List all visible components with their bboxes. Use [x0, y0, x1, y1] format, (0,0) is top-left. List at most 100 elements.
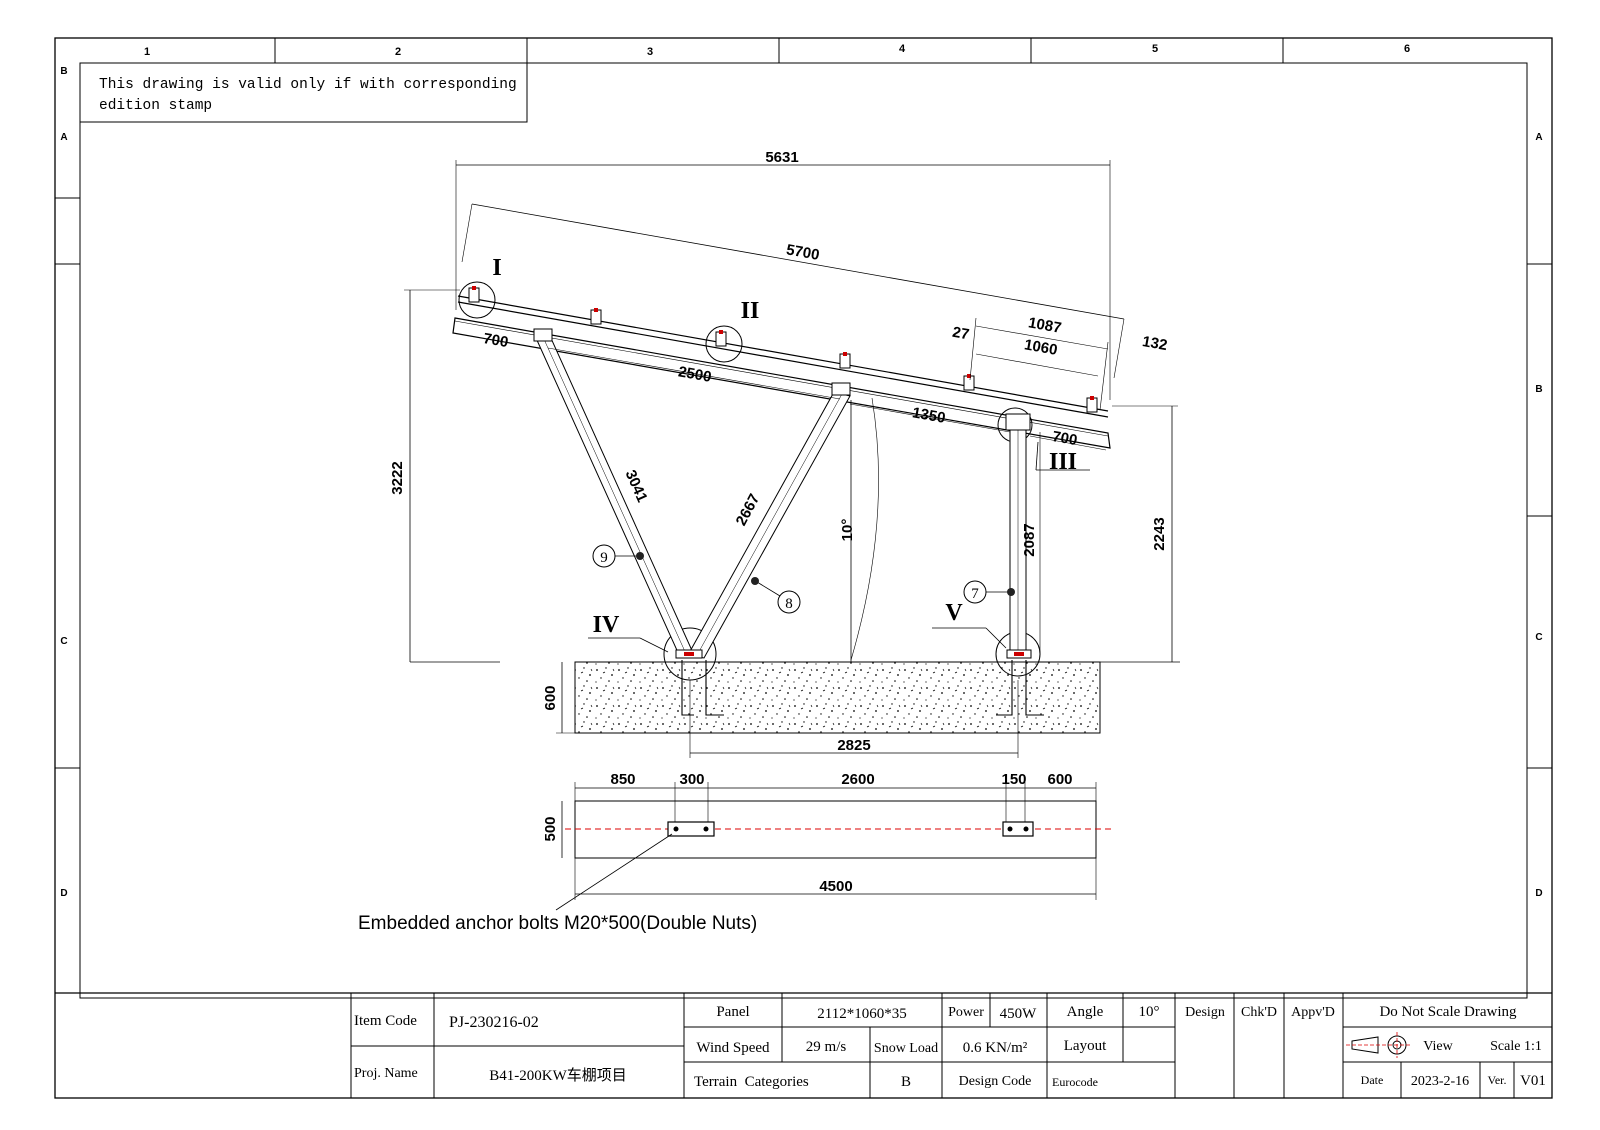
panel-clamps [468, 286, 1098, 413]
panel-dimensions: 27 1087 1060 132 [951, 314, 1169, 411]
power-label: Power [948, 1005, 984, 1020]
row-label: A [60, 132, 67, 143]
callout-9: 9 [592, 544, 644, 568]
top-rail [457, 295, 1109, 418]
layout-label: Layout [1064, 1038, 1107, 1054]
design-code-label: Design Code [959, 1074, 1032, 1089]
detail-circle-I [458, 281, 496, 319]
do-not-scale: Do Not Scale Drawing [1379, 1004, 1517, 1020]
detail-label-I: I [492, 255, 501, 281]
clamp [963, 374, 975, 391]
panel-label: Panel [716, 1004, 749, 1020]
row-label: C [60, 636, 67, 647]
ver-label: Ver. [1488, 1073, 1507, 1087]
proj-name-label: Proj. Name [354, 1066, 418, 1081]
dim-text: 1060 [1023, 336, 1059, 359]
dim-text: 2500 [677, 363, 713, 386]
dim-600-depth: 600 [542, 662, 578, 734]
dim-text: 2667 [733, 491, 764, 528]
member-dimensions: 3041 2667 2087 [622, 432, 1041, 655]
note-line-2: edition stamp [99, 98, 212, 114]
tilt-angle: 10° [839, 397, 879, 662]
dim-text: 600 [542, 685, 559, 710]
callout-number: 9 [600, 550, 608, 566]
snow-value: 0.6 KN/m² [963, 1040, 1028, 1056]
view-label: View [1423, 1039, 1453, 1054]
detail-label-V: V [945, 600, 963, 626]
row-labels: B A C D A B C D [60, 66, 1542, 899]
dim-text: 600 [1047, 771, 1072, 788]
wind-label: Wind Speed [696, 1040, 770, 1056]
dim-text: 700 [1051, 428, 1079, 449]
detail-label-IV: IV [593, 612, 620, 638]
note-line-1: This drawing is valid only if with corre… [99, 77, 517, 93]
dim-text: 1087 [1027, 314, 1063, 337]
column-labels: 1 2 3 4 5 6 [144, 43, 1410, 58]
clamp [839, 352, 851, 369]
foundation-plan: 850 300 2600 150 600 500 4500 Embedded a… [358, 771, 1112, 934]
wind-value: 29 m/s [806, 1039, 847, 1055]
design-code: Eurocode [1052, 1075, 1098, 1089]
drawing-frame [54, 37, 1553, 1099]
date-value: 2023-2-16 [1411, 1074, 1469, 1089]
column-label: 3 [647, 46, 653, 58]
rear-strut [533, 328, 695, 658]
row-label: D [1535, 888, 1542, 899]
column-label: 1 [144, 46, 150, 58]
ver-value: V01 [1520, 1073, 1546, 1089]
column-label: 2 [395, 46, 401, 58]
row-label: B [1535, 384, 1542, 395]
main-beam [452, 317, 1111, 449]
clamp [715, 330, 727, 347]
clamp [1086, 396, 1098, 413]
appvd-label: Appv'D [1291, 1005, 1335, 1020]
dim-text: 1350 [911, 404, 947, 427]
dim-text: 500 [542, 816, 559, 841]
snow-label: Snow Load [874, 1041, 938, 1056]
clamp [468, 286, 480, 303]
dim-2243: 2243 [1112, 405, 1178, 662]
dim-text: 5631 [765, 149, 798, 166]
angle-text: 10° [839, 519, 856, 542]
callout-8: 8 [751, 577, 801, 614]
dim-text: 2600 [841, 771, 874, 788]
dim-text: 2243 [1151, 517, 1168, 550]
panel-size: 2112*1060*35 [817, 1006, 906, 1022]
dim-text: 132 [1141, 333, 1169, 354]
callout-number: 7 [971, 586, 979, 602]
dim-text: 27 [951, 324, 970, 344]
dim-2825: 2825 [689, 680, 1019, 758]
detail-leaders [588, 441, 1090, 653]
angle-value: 10° [1139, 1004, 1160, 1020]
callouts: 9 8 7 [592, 544, 1015, 614]
row-label: B [60, 66, 67, 77]
power-value: 450W [1000, 1006, 1038, 1022]
column-label: 4 [899, 43, 906, 55]
column-label: 5 [1152, 43, 1158, 55]
item-code-label: Item Code [354, 1013, 417, 1029]
dim-text: 850 [610, 771, 635, 788]
chkd-label: Chk'D [1241, 1005, 1277, 1020]
dim-text: 2825 [837, 737, 870, 754]
dim-text: 700 [482, 330, 510, 351]
base-plates [675, 649, 1032, 659]
anchor-plate-left [667, 821, 715, 837]
terrain-label: Terrain Categories [694, 1074, 809, 1090]
dim-5631: 5631 [455, 149, 1111, 400]
scale-value: Scale 1:1 [1490, 1039, 1542, 1054]
row-label: D [60, 888, 67, 899]
anchor-plate-right [1002, 821, 1034, 837]
clamp [590, 308, 602, 325]
dim-5700: 5700 [461, 203, 1125, 379]
proj-name: B41-200KW车棚项目 [489, 1067, 627, 1084]
callout-number: 8 [785, 596, 793, 612]
dim-text: 3222 [389, 461, 406, 494]
beam-dimensions: 700 2500 1350 700 [482, 330, 1107, 451]
item-code: PJ-230216-02 [449, 1014, 539, 1031]
row-label: C [1535, 632, 1542, 643]
dim-text: 4500 [819, 878, 852, 895]
detail-circle-II [705, 325, 743, 363]
dim-text: 3041 [622, 467, 651, 504]
dim-text: 150 [1001, 771, 1026, 788]
